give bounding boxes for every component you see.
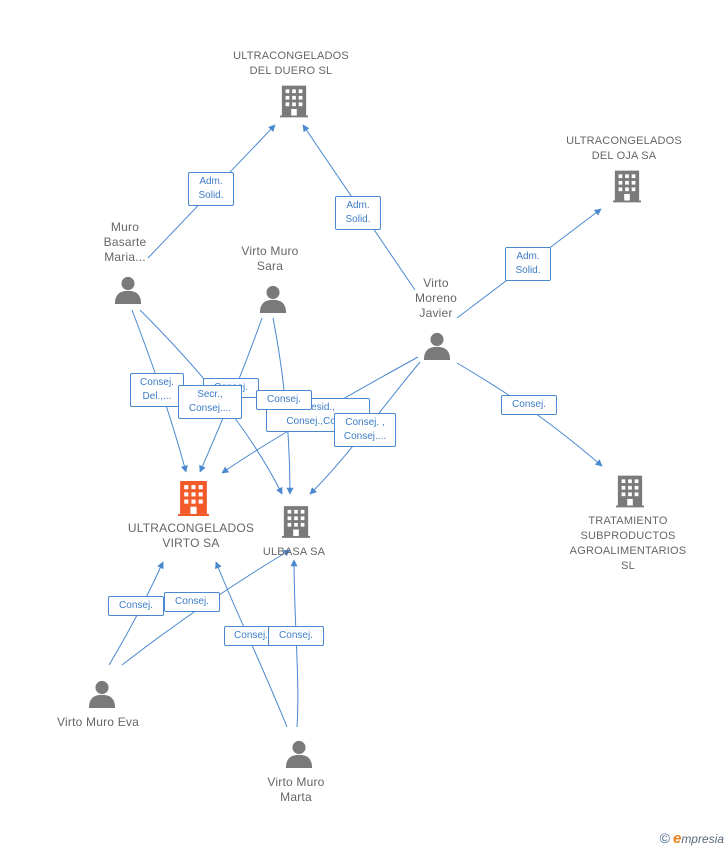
person-icon-sara[interactable] [259, 285, 287, 313]
person-label-maria[interactable]: Muro Basarte Maria... [103, 220, 147, 264]
person-icon-javier[interactable] [423, 332, 451, 360]
empresia-logo[interactable]: ©empresia [660, 830, 724, 847]
copyright-symbol: © [659, 830, 670, 846]
person-label-marta[interactable]: Virto Muro Marta [267, 775, 325, 804]
edge-marta-ulbasa [290, 559, 299, 728]
edge-label-adm-duero-javier[interactable]: Adm. Solid. [335, 196, 381, 230]
person-label-eva[interactable]: Virto Muro Eva [57, 715, 139, 729]
company-label-duero[interactable]: ULTRACONGELADOS DEL DUERO SL [233, 50, 349, 77]
edge-label-consej-a[interactable]: Consej. [256, 390, 312, 410]
building-icon-virto[interactable] [178, 481, 209, 516]
edge-label-consej-del[interactable]: Consej. Del.,... [130, 373, 184, 407]
person-icon-eva[interactable] [88, 680, 116, 708]
edge-label-eva-ulbasa[interactable]: Consej. [164, 592, 220, 612]
company-label-oja[interactable]: ULTRACONGELADOS DEL OJA SA [566, 135, 682, 162]
company-label-tratamiento[interactable]: TRATAMIENTO SUBPRODUCTOS AGROALIMENTARIO… [569, 515, 687, 572]
edge-label-adm-duero-maria[interactable]: Adm. Solid. [188, 172, 234, 206]
person-label-javier[interactable]: Virto Moreno Javier [415, 276, 457, 320]
edge-label-consej-b[interactable]: Consej. , Consej.... [334, 413, 396, 447]
brand-name: mpresia [681, 832, 724, 846]
edge-label-marta-ulbasa[interactable]: Consej. [268, 626, 324, 646]
edge-label-consej-tratamiento[interactable]: Consej. [501, 395, 557, 415]
person-label-sara[interactable]: Virto Muro Sara [241, 244, 299, 273]
building-icon-duero[interactable] [280, 85, 308, 118]
building-icon-tratamiento[interactable] [616, 475, 644, 508]
building-icon-ulbasa[interactable] [282, 506, 310, 538]
person-icon-maria[interactable] [114, 276, 142, 304]
company-label-virto[interactable]: ULTRACONGELADOS VIRTO SA [127, 521, 255, 550]
edge-label-secr[interactable]: Secr., Consej.... [178, 385, 242, 419]
company-label-ulbasa[interactable]: ULBASA SA [262, 546, 326, 558]
brand-e: e [672, 830, 682, 847]
edge-label-eva-virto[interactable]: Consej. [108, 596, 164, 616]
person-icon-marta[interactable] [285, 740, 313, 768]
building-icon-oja[interactable] [613, 170, 641, 203]
edge-label-adm-oja[interactable]: Adm. Solid. [505, 247, 551, 281]
